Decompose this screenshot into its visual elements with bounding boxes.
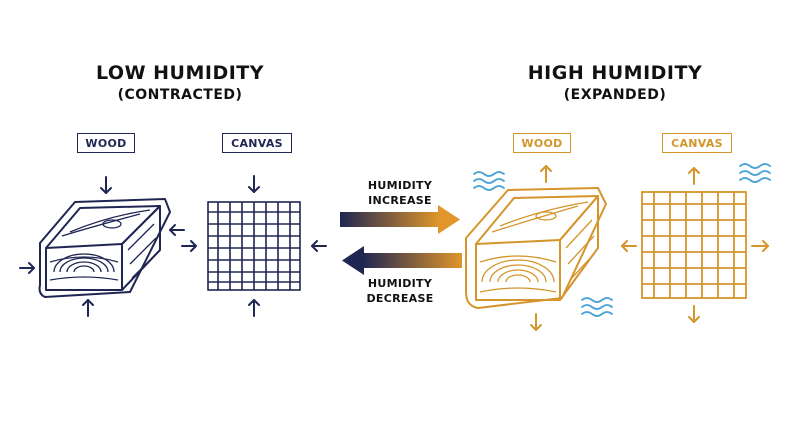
high-humidity-title: HIGH HUMIDITY (527, 62, 703, 84)
low-canvas-label: CANVAS (222, 133, 292, 153)
low-wood-label: WOOD (77, 133, 135, 153)
humidity-wave-icon-1 (473, 171, 505, 191)
high-wood-label: WOOD (513, 133, 571, 153)
high-canvas-label: CANVAS (662, 133, 732, 153)
humidity-decrease-arrow (342, 246, 462, 275)
humidity-increase-arrow (340, 205, 460, 234)
low-canvas-weave-icon (207, 201, 301, 291)
low-wood-block-icon (38, 198, 171, 298)
increase-label: HUMIDITY INCREASE (367, 179, 433, 207)
high-humidity-heading: HIGH HUMIDITY (EXPANDED) (505, 62, 725, 103)
high-canvas-weave-icon (641, 191, 747, 299)
high-canvas-expand-arrows (621, 167, 769, 323)
high-humidity-subtitle: (EXPANDED) (563, 87, 667, 103)
decrease-label: HUMIDITY DECREASE (366, 277, 434, 305)
low-humidity-heading: LOW HUMIDITY (CONTRACTED) (70, 62, 290, 103)
low-canvas-contract-arrows (181, 175, 327, 317)
humidity-wave-icon-3 (739, 163, 771, 183)
low-humidity-title: LOW HUMIDITY (95, 62, 265, 84)
low-humidity-subtitle: (CONTRACTED) (117, 87, 243, 103)
high-wood-expand-arrows (530, 165, 552, 331)
high-wood-block-icon (465, 187, 607, 309)
low-wood-contract-arrows (19, 176, 185, 317)
humidity-wave-icon-2 (581, 297, 613, 317)
